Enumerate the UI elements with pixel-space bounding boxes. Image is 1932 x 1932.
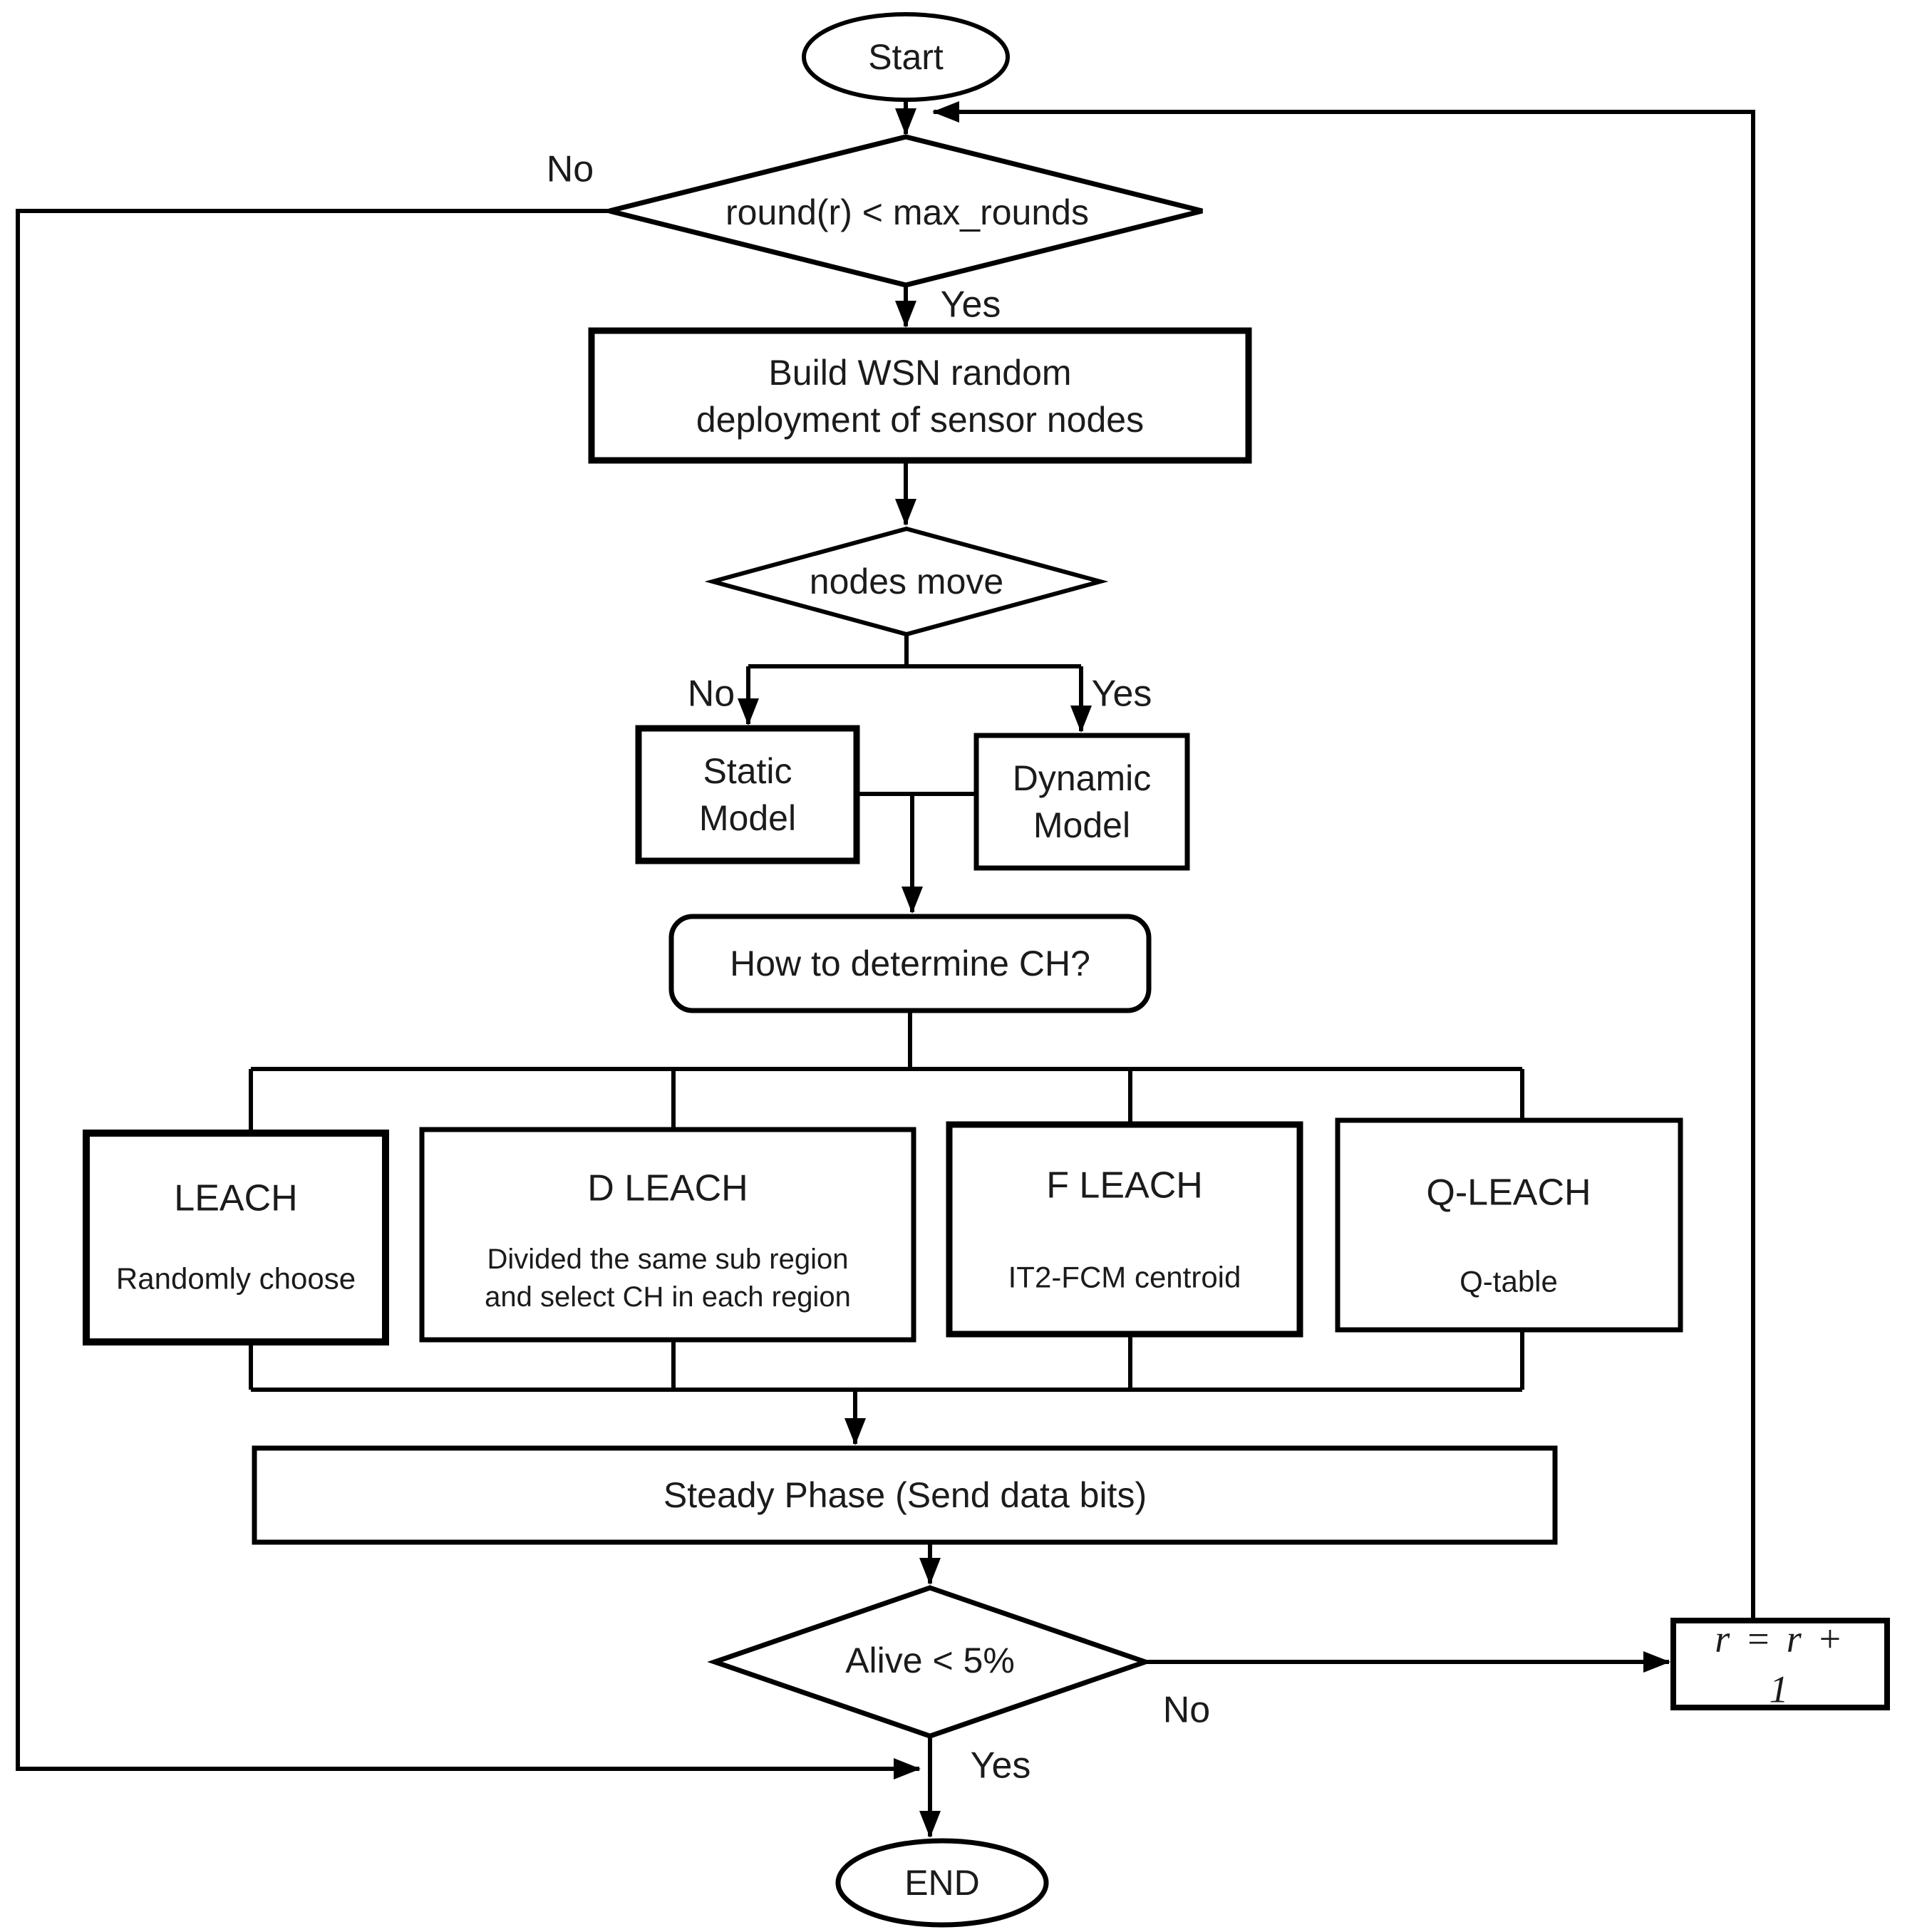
d-leach-box: [419, 1127, 916, 1343]
nodes-move-diamond: [704, 526, 1109, 637]
dynamic-model-box: [973, 733, 1190, 871]
q-leach-subtitle: Q-table: [1460, 1264, 1558, 1298]
f-leach-title: F LEACH: [1046, 1164, 1203, 1207]
d-leach-subtitle: Divided the same sub region and select C…: [485, 1244, 851, 1313]
round-decision-label: round(r) < max_rounds: [725, 192, 1089, 232]
d-leach-title: D LEACH: [587, 1167, 748, 1209]
end-terminator: [835, 1838, 1049, 1928]
leach-title: LEACH: [174, 1177, 298, 1219]
move-yes-label: Yes: [1091, 673, 1152, 715]
nodes-move-label: nodes move: [809, 562, 1004, 601]
alive-decision-label: Alive < 5%: [845, 1641, 1015, 1680]
q-leach-title: Q-LEACH: [1426, 1172, 1591, 1214]
alive-yes-label: Yes: [970, 1745, 1031, 1787]
q-leach-box: [1335, 1117, 1683, 1333]
start-label: Start: [868, 37, 944, 77]
determine-ch-box: [668, 914, 1152, 1013]
build-wsn-label: Build WSN random deployment of sensor no…: [696, 353, 1145, 440]
round-no-label: No: [546, 148, 594, 190]
static-model-box: [635, 725, 860, 864]
leach-box: [83, 1130, 389, 1345]
f-leach-box: [946, 1121, 1303, 1338]
alive-no-label: No: [1162, 1689, 1211, 1731]
alive-decision-diamond: [707, 1585, 1153, 1739]
dynamic-model-label: Dynamic Model: [1012, 758, 1152, 845]
steady-phase-label: Steady Phase (Send data bits): [663, 1475, 1147, 1515]
f-leach-subtitle: IT2-FCM centroid: [1008, 1260, 1241, 1294]
edge-round-no-loop: [16, 209, 921, 1779]
round-yes-label: Yes: [940, 284, 1001, 326]
steady-phase-box: [252, 1445, 1558, 1545]
increment-round-label: r = r + 1: [1715, 1617, 1846, 1711]
build-wsn-box: [588, 327, 1252, 464]
static-model-label: Static Model: [698, 751, 797, 838]
round-decision-diamond: [609, 134, 1203, 288]
start-terminator: [802, 12, 1010, 102]
edge-increment-loop-back: [932, 101, 1755, 1621]
increment-round-box: [1670, 1618, 1890, 1710]
end-label: END: [904, 1863, 980, 1903]
determine-ch-label: How to determine CH?: [730, 944, 1090, 983]
move-no-label: No: [687, 673, 735, 715]
leach-subtitle: Randomly choose: [115, 1261, 356, 1296]
